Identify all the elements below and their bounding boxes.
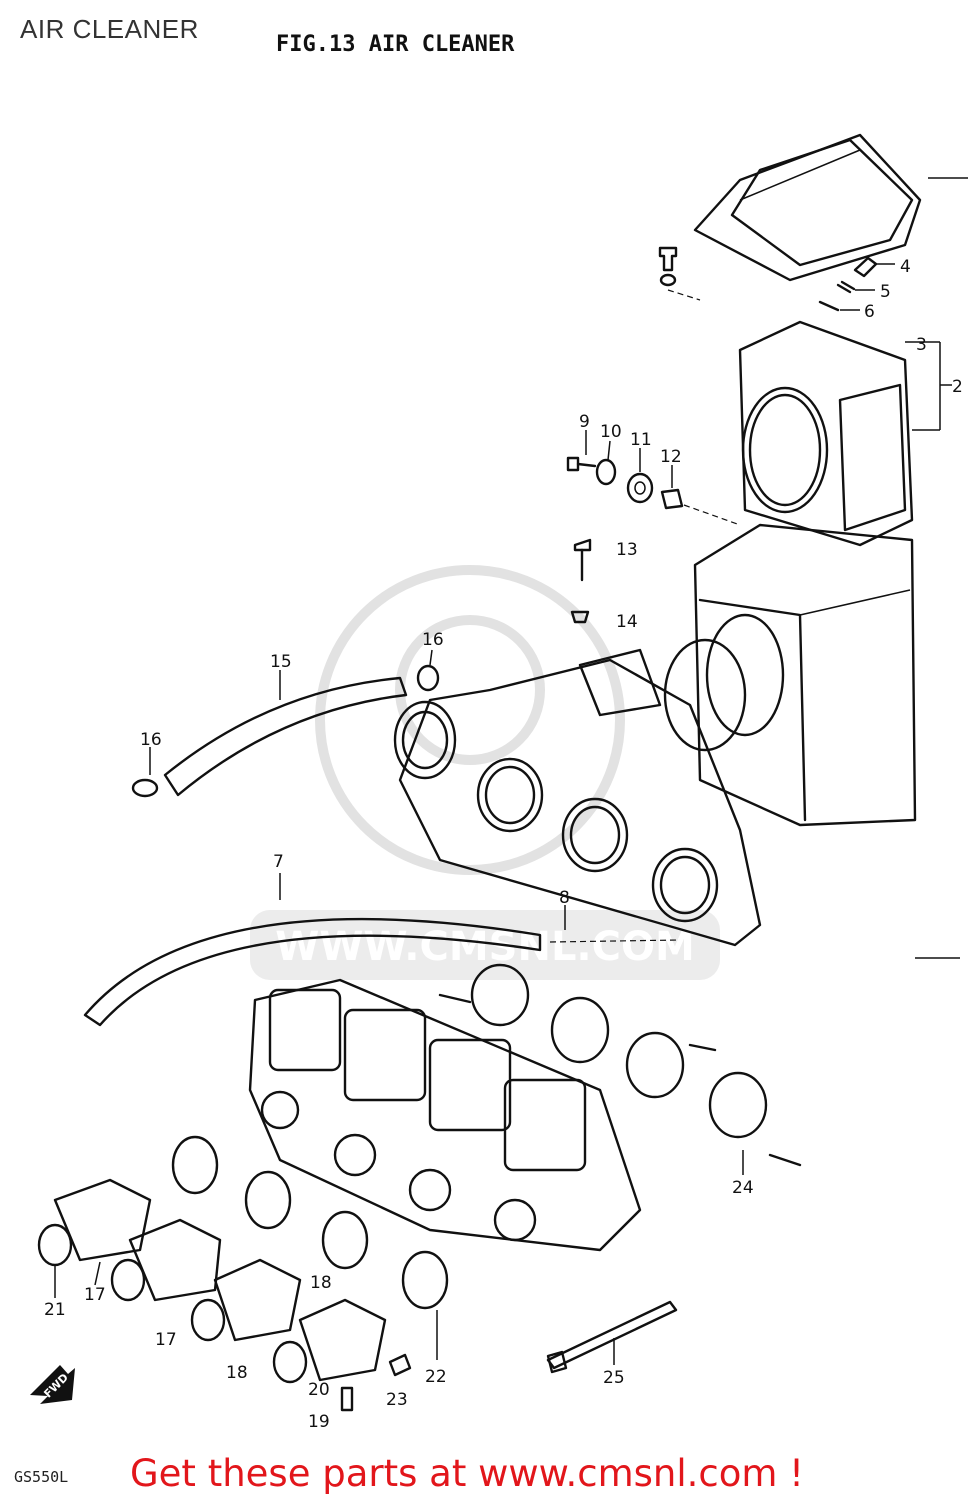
callout-7: 7 (273, 852, 284, 872)
callout-22: 22 (425, 1367, 447, 1387)
air-cleaner-lid (693, 133, 968, 282)
carburetor-assembly (248, 978, 642, 1252)
callout-15: 15 (270, 652, 292, 672)
callout-6: 6 (864, 302, 875, 322)
callout-18-upper: 18 (310, 1273, 332, 1293)
watermark: WWW.CMSNL.COM (250, 565, 720, 980)
mount-hardware (566, 456, 741, 624)
page-title: AIR CLEANER (20, 14, 199, 44)
callout-20: 20 (308, 1380, 330, 1400)
callout-4: 4 (900, 257, 911, 277)
callout-10: 10 (600, 422, 622, 442)
callout-13: 13 (616, 540, 638, 560)
callout-17-right: 17 (155, 1330, 177, 1350)
fwd-arrow-icon: FWD (30, 1365, 75, 1404)
callout-17-left: 17 (84, 1285, 106, 1305)
callout-3: 3 (916, 335, 927, 355)
callout-11: 11 (630, 430, 652, 450)
callout-5: 5 (880, 282, 891, 302)
filter-element (738, 320, 952, 547)
parts-link-banner[interactable]: Get these parts at www.cmsnl.com ! (130, 1452, 805, 1495)
drain-hose (83, 917, 960, 1027)
callout-23: 23 (386, 1390, 408, 1410)
figure-title: FIG.13 AIR CLEANER (276, 32, 515, 57)
callout-9: 9 (579, 412, 590, 432)
callout-14: 14 (616, 612, 638, 632)
callout-16-upper: 16 (422, 630, 444, 650)
drawing-code: GS550L (14, 1468, 69, 1486)
watermark-text: WWW.CMSNL.COM (275, 924, 695, 970)
lid-fasteners (658, 246, 895, 312)
upper-hose-clamps (438, 963, 802, 1167)
callout-leaders (54, 430, 744, 1365)
callout-8: 8 (559, 888, 570, 908)
callout-21: 21 (44, 1300, 66, 1320)
callout-24: 24 (732, 1178, 754, 1198)
callout-16-lower: 16 (140, 730, 162, 750)
callout-2: 2 (952, 377, 963, 397)
breather-hose (131, 664, 440, 798)
callout-12: 12 (660, 447, 682, 467)
callout-19: 19 (308, 1412, 330, 1432)
callout-18-lower: 18 (226, 1363, 248, 1383)
callout-25: 25 (603, 1368, 625, 1388)
callout-numbers: 2 3 4 5 6 7 8 9 10 11 12 13 14 15 16 16 … (44, 257, 963, 1432)
air-cleaner-case (693, 523, 917, 827)
intake-plenum (393, 638, 762, 947)
carb-strap (546, 1300, 678, 1374)
